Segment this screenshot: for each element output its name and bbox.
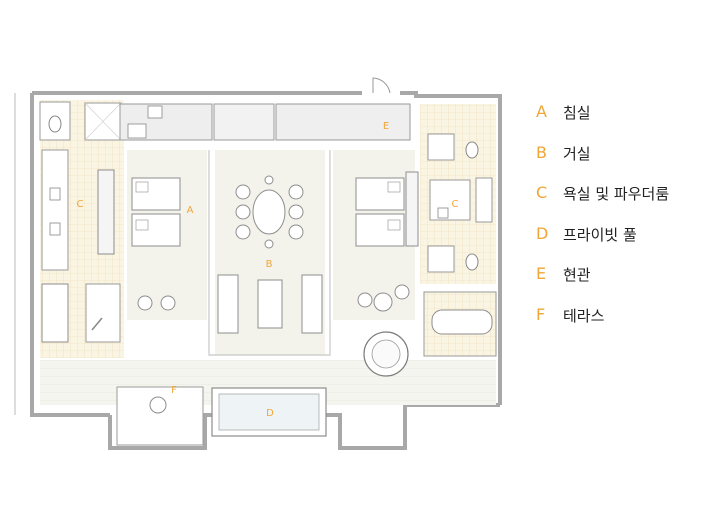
- label-pool: D: [266, 408, 274, 419]
- right-bathtub: [431, 309, 493, 335]
- left-toilet: [48, 115, 62, 133]
- legend-letter: B: [536, 142, 547, 162]
- legend-letter: F: [536, 304, 546, 324]
- legend-letter: E: [536, 264, 547, 283]
- bed-2: [131, 213, 181, 247]
- right-vanity: [429, 179, 471, 221]
- right-toilet: [465, 141, 479, 159]
- entry-door: [372, 77, 391, 94]
- legend-letter: A: [536, 102, 547, 121]
- coffee-table: [257, 279, 283, 329]
- outer-walls: [30, 91, 502, 450]
- legend-text: 프라이빗 풀: [563, 225, 637, 244]
- terrace-lounge: [116, 386, 204, 446]
- label-bath-left: C: [77, 199, 84, 210]
- left-bathtub: [41, 283, 69, 343]
- label-living: B: [266, 259, 273, 270]
- legend-text: 현관: [563, 266, 591, 284]
- left-vanity: [41, 149, 69, 271]
- dining-table: [252, 189, 286, 235]
- label-bath-right: C: [452, 199, 459, 210]
- legend-text: 침실: [563, 104, 591, 122]
- legend-letter: D: [536, 223, 549, 243]
- sofa-right: [301, 274, 323, 334]
- legend-letter: C: [536, 183, 548, 202]
- label-entrance: E: [383, 121, 389, 132]
- legend-text: 욕실 및 파우더룸: [563, 185, 670, 203]
- label-terrace: F: [171, 385, 177, 396]
- legend-text: 테라스: [563, 306, 605, 325]
- terrace-table: [149, 396, 167, 414]
- sofa-left: [217, 274, 239, 334]
- label-bedroom: A: [187, 205, 194, 216]
- kitchen-counter: [119, 103, 213, 141]
- legend-text: 거실: [563, 144, 591, 163]
